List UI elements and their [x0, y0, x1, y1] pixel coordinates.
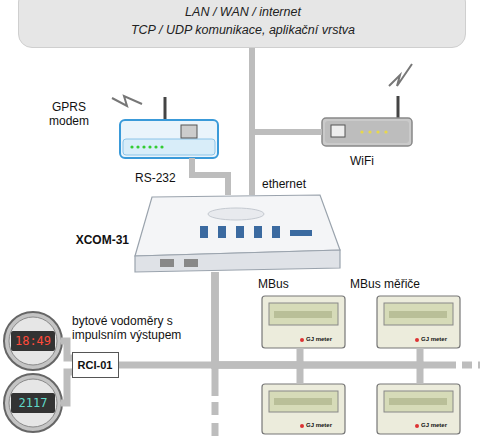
wifi-body — [322, 118, 412, 146]
network-label: TCP / UDP komunikace, aplikační vrstva — [19, 23, 467, 38]
wifi-antenna — [397, 96, 400, 119]
network-line — [192, 158, 228, 195]
xcom-top — [135, 195, 340, 256]
xcom-unit: XCOM-31 — [135, 195, 340, 272]
xcom-ports — [160, 259, 198, 267]
network-line — [252, 48, 322, 132]
node-label: GJ meter — [421, 336, 457, 343]
node-label: 18:49 — [4, 334, 62, 348]
node-label: GPRS modem — [40, 100, 98, 128]
modem-port — [181, 125, 197, 138]
node-label: GJ meter — [306, 422, 342, 429]
network-cloud: LAN / WAN / internetTCP / UDP komunikace… — [18, 0, 466, 48]
xcom-front — [135, 250, 340, 272]
node-label: XCOM-31 — [63, 233, 129, 247]
mbus-line — [61, 372, 72, 403]
mbus-meter: GJ meter — [262, 384, 345, 434]
caption-label: bytové vodoměry s impulsním výstupem — [72, 314, 204, 342]
wifi-front — [325, 121, 409, 143]
mbus-line — [215, 272, 420, 384]
mbus-meter: GJ meter — [377, 296, 460, 348]
connection-label: RS-232 — [135, 171, 176, 185]
wifi-port — [331, 125, 345, 137]
mbus-meter — [262, 384, 345, 434]
water-meter — [4, 374, 62, 432]
water-meter: 18:49 — [4, 312, 62, 370]
xcom-panel — [200, 226, 312, 238]
node-label: WiFi — [350, 154, 390, 168]
network-label: LAN / WAN / internet — [19, 5, 467, 20]
mbus-line — [418, 362, 456, 369]
water-meter — [4, 312, 62, 370]
mbus-meter: GJ meter — [377, 384, 460, 434]
modem-front — [123, 139, 215, 155]
group-label: MBus měřiče — [350, 277, 420, 291]
modem-body — [120, 120, 218, 158]
mbus-meter: GJ meter — [262, 296, 345, 348]
gprs-modem: GPRS modem — [120, 120, 218, 158]
rci-converter: RCI-01 — [72, 352, 119, 378]
node-label: GJ meter — [421, 422, 457, 429]
node-label: GJ meter — [306, 336, 342, 343]
mbus-meter — [377, 296, 460, 348]
mbus-line — [215, 272, 420, 365]
node-label: RCI-01 — [78, 358, 113, 372]
xcom-vent — [208, 208, 264, 220]
mbus-line-continues — [212, 402, 219, 436]
modem-antenna — [164, 97, 167, 121]
radio-signal — [112, 96, 142, 106]
wifi-router: WiFi — [322, 118, 412, 146]
bus-label: MBus — [258, 277, 289, 291]
wifi-leds — [360, 130, 387, 133]
mbus-meter — [377, 384, 460, 434]
mbus-line — [61, 341, 72, 358]
mbus-meter — [262, 296, 345, 348]
water-meter: 2117 — [4, 374, 62, 432]
modem-leds — [130, 145, 163, 148]
node-label: 2117 — [4, 396, 62, 410]
radio-signal — [389, 64, 412, 86]
connection-label: ethernet — [262, 177, 306, 191]
mbus-line — [215, 272, 300, 365]
mbus-line-continues — [462, 362, 480, 369]
